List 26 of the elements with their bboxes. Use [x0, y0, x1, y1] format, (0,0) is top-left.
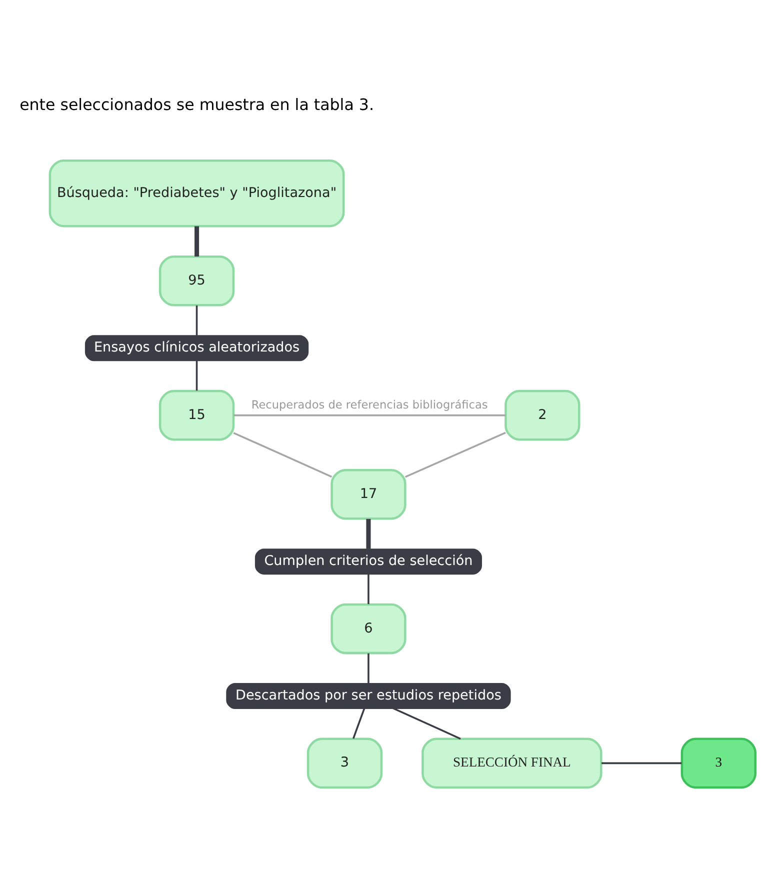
label: ente seleccionados se muestra en la tabla 3.	[20, 94, 374, 114]
connector	[393, 708, 461, 740]
connector	[233, 432, 332, 478]
node-box: 3	[680, 738, 756, 789]
connector	[368, 653, 370, 684]
connector	[196, 305, 198, 336]
node-box: 2	[504, 390, 580, 441]
node-box: SELECCIÓN FINAL	[422, 738, 602, 789]
connector	[196, 360, 198, 391]
node-box: 95	[158, 255, 235, 306]
node-box: Ensayos clínicos aleatorizados	[84, 335, 309, 362]
node-box: 6	[330, 603, 406, 654]
node-box: Búsqueda: "Prediabetes" y "Pioglitazona"	[48, 159, 345, 228]
connector	[368, 574, 370, 604]
node-box: Cumplen criterios de selección	[254, 548, 482, 575]
node-box: 17	[330, 468, 406, 520]
connector	[602, 762, 682, 764]
edge-label: Recuperados de referencias bibliográficas	[251, 398, 488, 412]
node-box: 3	[306, 738, 383, 789]
connector	[194, 226, 200, 256]
node-box: 15	[158, 390, 235, 441]
connector	[366, 518, 371, 549]
connector	[352, 708, 366, 739]
connector	[234, 414, 506, 416]
node-box: Descartados por ser estudios repetidos	[226, 683, 511, 709]
connector	[404, 432, 506, 478]
